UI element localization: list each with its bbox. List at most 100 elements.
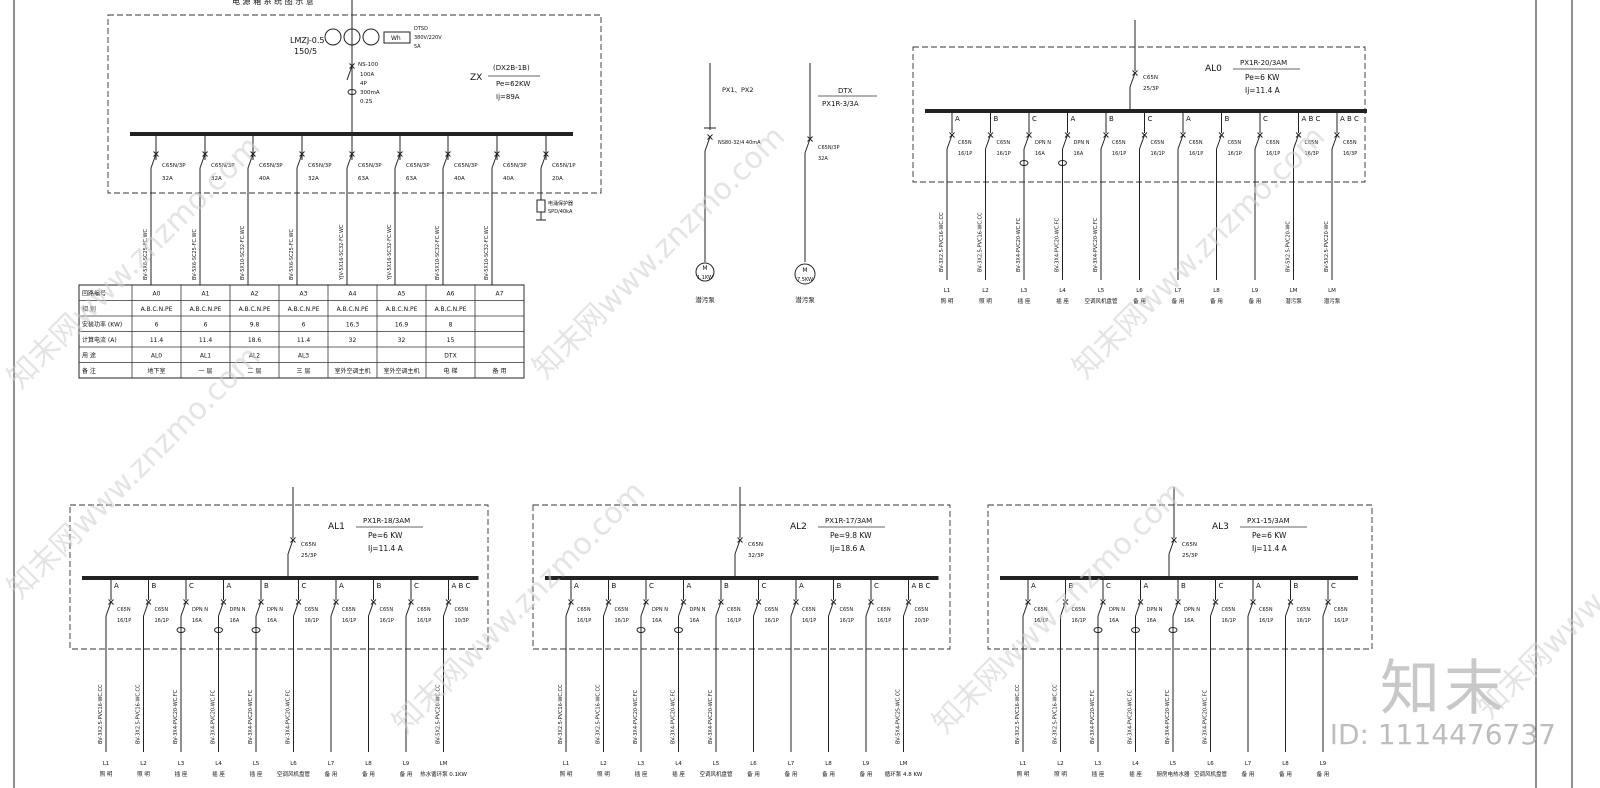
branch-breaker-5-blade — [293, 601, 299, 617]
surge-label: 电涌保护器 — [548, 200, 573, 207]
branch-breaker-model-7: C65N — [1228, 140, 1242, 146]
branch-use-0: 照 明 — [100, 771, 113, 778]
branch-circuit-10: LM — [1328, 288, 1336, 294]
branch-phase-1: B — [994, 115, 999, 123]
branch-breaker-model-5: C65N — [1151, 140, 1165, 146]
branch-breaker-rating-0: 16/1P — [577, 618, 591, 624]
main-cable-6: BV-5X10-SC32-FC.WC — [435, 225, 441, 280]
branch-breaker-10-blade — [1331, 134, 1338, 150]
branch-breaker-model-2: DPN N — [1035, 140, 1051, 146]
main-breaker-model-5: C65N/3P — [406, 163, 430, 169]
table-cell-note-3: 三 层 — [297, 368, 311, 375]
branch-breaker-7-mark-b — [1218, 132, 1225, 138]
branch-breaker-4-blade — [255, 601, 262, 617]
panel-main-breaker-mark-b — [290, 537, 296, 543]
main-breaker-8-mark-b — [543, 151, 549, 157]
panel-main-breaker-mark-b — [737, 537, 743, 543]
ct-coil-1 — [343, 28, 361, 46]
branch-phase-0: A — [1031, 582, 1036, 590]
panel-boundary — [532, 504, 951, 650]
main-breaker-rating-2: 40A — [259, 176, 270, 182]
branch-breaker-rating-5: 16/1P — [305, 618, 319, 624]
branch-use-3: 插 座 — [672, 770, 685, 778]
branch-phase-5: C — [302, 582, 307, 590]
branch-breaker-rating-4: 16A — [1184, 618, 1194, 624]
table-cell-no-4: A4 — [349, 291, 357, 298]
branch-use-5: 备 用 — [1133, 297, 1146, 305]
branch-use-1: 照 明 — [979, 298, 992, 305]
main-breaker-rating-7: 40A — [503, 176, 514, 182]
branch-cable-0: BV-3X2.5-PVC16-WC.CC — [98, 684, 104, 744]
branch-use-4: 插 座 — [250, 770, 263, 778]
branch-breaker-3-blade — [678, 601, 684, 617]
branch-phase-4: B — [724, 582, 729, 590]
branch-breaker-rating-1: 16/1P — [997, 151, 1011, 157]
branch-breaker-6-mark-b — [333, 599, 339, 605]
ct-coil-2 — [362, 28, 380, 46]
branch-breaker-1-blade — [985, 134, 991, 150]
branch-breaker-0-blade — [105, 601, 112, 617]
table-cell-current-4: 32 — [349, 337, 357, 344]
branch-breaker-rating-0: 16/1P — [958, 151, 972, 157]
main-breaker-model-0: C65N/3P — [162, 163, 186, 169]
table-header-5: 备 注 — [82, 367, 96, 375]
branch-circuit-3: L4 — [1059, 288, 1066, 294]
branch-breaker-model-1: C65N — [1072, 607, 1086, 613]
table-cell-no-7: A7 — [496, 291, 504, 298]
branch-breaker-model-6: C65N — [1259, 607, 1273, 613]
branch-phase-2: C — [1106, 582, 1111, 590]
panel-ij: Ij=11.4 A — [1245, 86, 1281, 95]
panel-model: PX1-15/3AM — [1247, 517, 1290, 525]
branch-breaker-5-blade — [753, 601, 759, 617]
branch-breaker-7-blade — [1285, 601, 1291, 617]
main-cable-7: BV-5X10-SC32-FC.WC — [484, 225, 490, 280]
incomer-rcd: 300mA — [360, 90, 380, 96]
branch-circuit-5: L6 — [1207, 761, 1214, 767]
branch-circuit-4: L5 — [1170, 761, 1177, 767]
branch-use-4: 厨房电热水器 — [1156, 770, 1190, 778]
table-cell-note-6: 电 梯 — [444, 367, 458, 375]
branch-breaker-model-0: C65N — [117, 607, 131, 613]
incomer-time: 0.2S — [360, 99, 373, 105]
branch-phase-0: A — [114, 582, 119, 590]
branch-breaker-5-mark-b — [755, 599, 762, 605]
branch-breaker-5-blade — [1139, 134, 1145, 150]
branch-phase-4: B — [1181, 582, 1186, 590]
branch-breaker-7-blade — [1216, 134, 1222, 150]
main-breaker-7-blade — [491, 153, 498, 169]
branch-phase-5: C — [762, 582, 767, 590]
branch-breaker-model-2: DPN N — [1109, 607, 1125, 613]
main-breaker-1-blade — [199, 153, 206, 169]
branch-circuit-2: L3 — [1095, 761, 1102, 767]
branch-breaker-model-8: C65N — [1266, 140, 1280, 146]
branch-breaker-rating-3: 16A — [1074, 151, 1084, 157]
meter-current: 5A — [414, 44, 421, 50]
branch-use-2: 插 座 — [1018, 297, 1031, 305]
branch-circuit-5: L6 — [1136, 288, 1143, 294]
main-distribution-panel: 电 源 箱 系 统 图 示 意LMZJ-0.5150/5WhDTSD380V/2… — [107, 0, 602, 285]
branch-circuit-9: LM — [1290, 288, 1298, 294]
branch-breaker-rating-7: 16/1P — [1297, 618, 1311, 624]
pump2-motor-rating: 7.5KW — [797, 277, 813, 283]
pump1-motor-rating: 1.1KW — [697, 275, 713, 281]
branch-breaker-1-blade — [1060, 601, 1066, 617]
branch-breaker-8-blade — [1322, 601, 1329, 617]
branch-breaker-model-8: C65N — [877, 607, 891, 613]
branch-breaker-rating-5: 16/1P — [1222, 618, 1236, 624]
main-breaker-1-mark-b — [202, 151, 208, 157]
branch-breaker-8-blade — [405, 601, 412, 617]
branch-breaker-6-blade — [790, 601, 797, 617]
branch-circuit-3: L4 — [215, 761, 222, 767]
table-cell-phase-6: A.B.C.N.PE — [435, 306, 467, 313]
table-cell-current-0: 11.4 — [150, 337, 164, 344]
branch-circuit-6: L7 — [328, 761, 335, 767]
branch-breaker-model-3: DPN N — [1147, 607, 1163, 613]
branch-cable-0: BV-3X2.5-PVC16-WC.CC — [939, 212, 945, 272]
panel-boundary — [987, 504, 1373, 650]
branch-breaker-model-9: C65N — [1305, 140, 1319, 146]
main-breaker-model-6: C65N/3P — [454, 163, 478, 169]
pump1-breaker-blade — [704, 136, 711, 152]
branch-phase-7: B — [837, 582, 842, 590]
branch-breaker-9-blade — [1293, 134, 1299, 150]
panel-pe: Pe=6 KW — [368, 531, 403, 540]
